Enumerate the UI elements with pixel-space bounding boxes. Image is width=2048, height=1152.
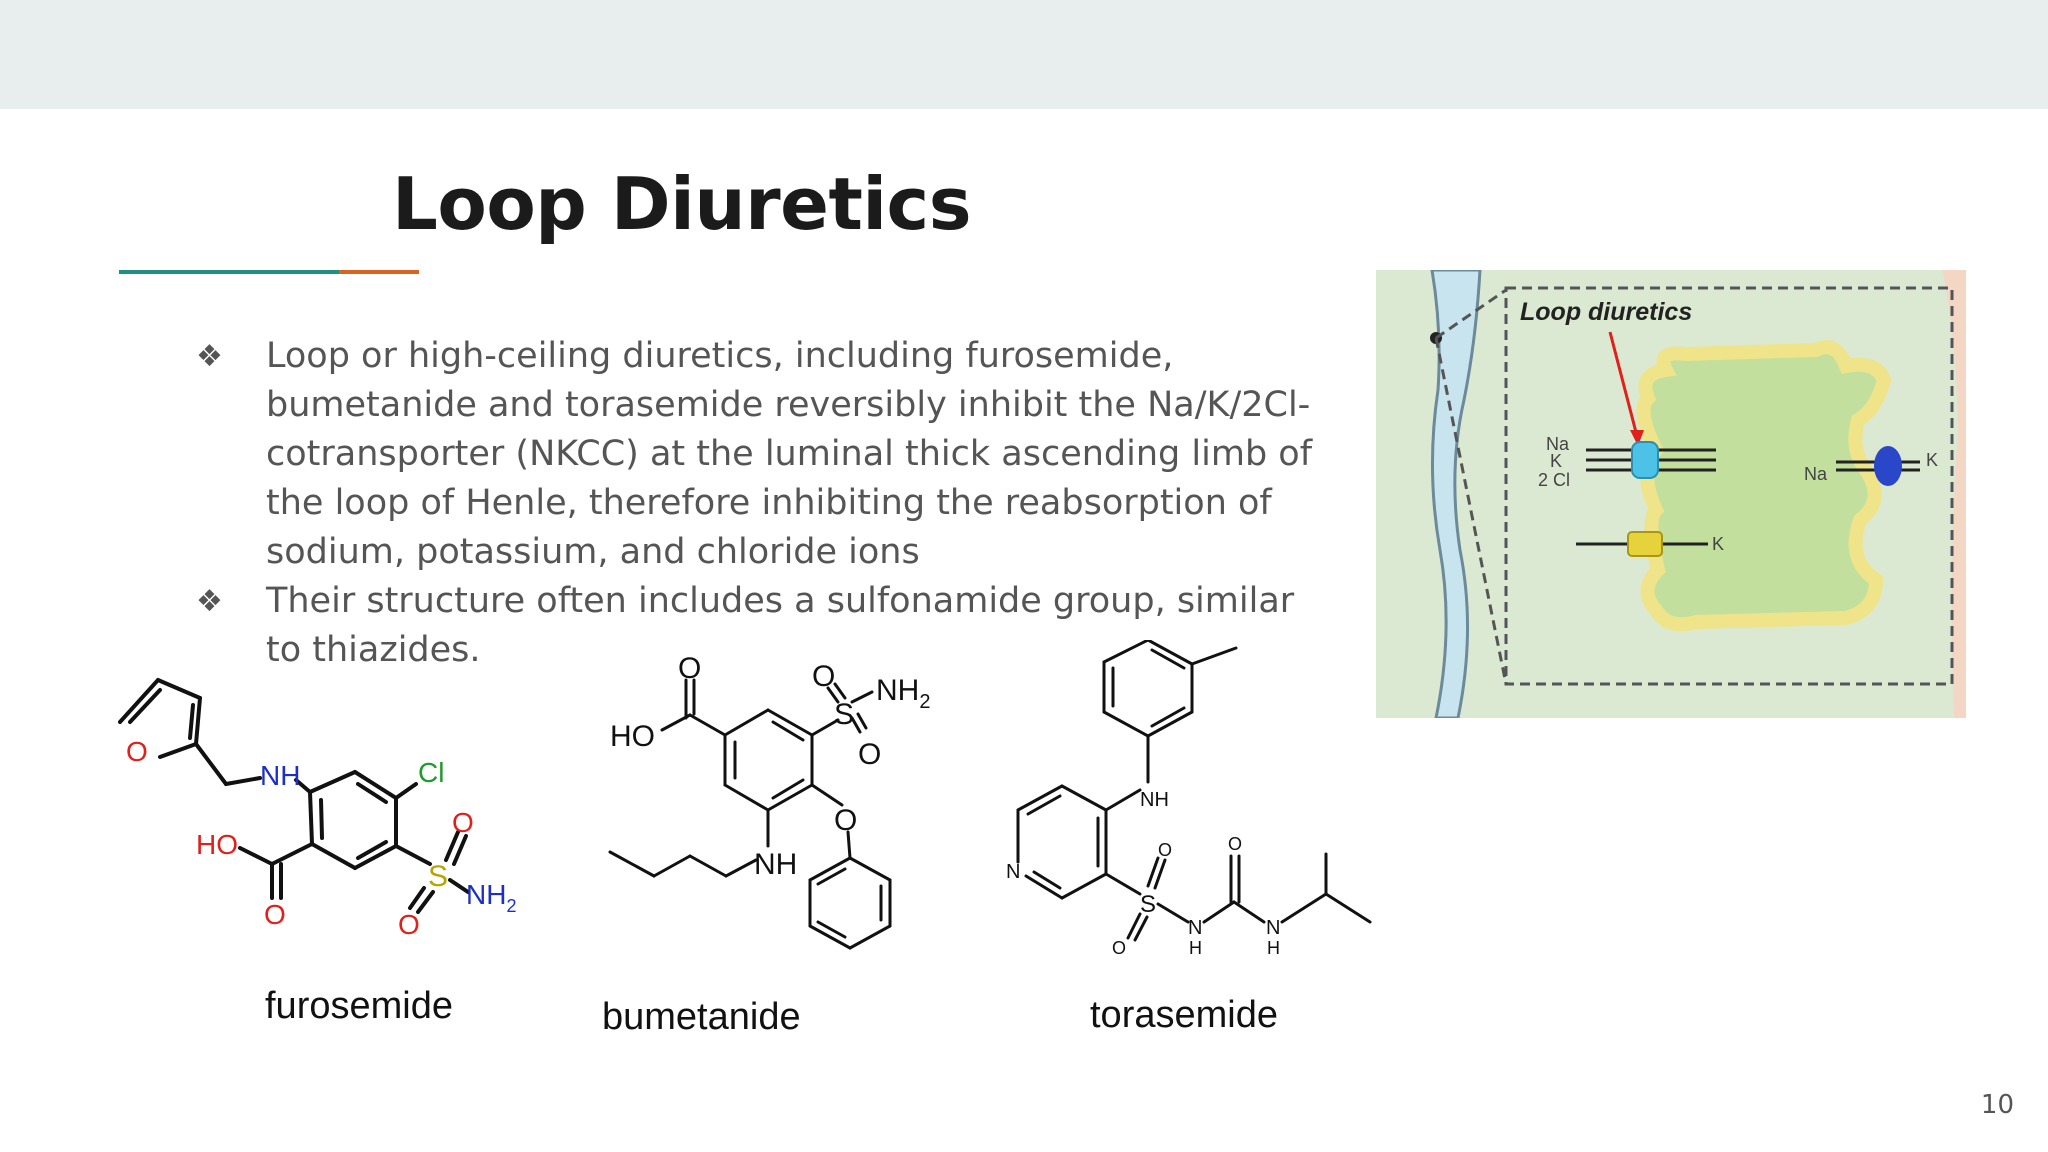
slide-title: Loop Diuretics [392, 162, 972, 246]
bullet-diamond-icon: ❖ [196, 584, 223, 619]
atom-label: O [812, 660, 835, 693]
atom-label: O [1158, 840, 1172, 860]
atom-label: O [452, 807, 474, 838]
molecule-name: furosemide [265, 985, 453, 1027]
ion-label: Na [1804, 464, 1828, 484]
atom-label: H [1267, 938, 1280, 958]
atom-label: S [428, 860, 448, 893]
atom-label: NH [260, 760, 300, 791]
bullet-list: ❖ Loop or high-ceiling diuretics, includ… [196, 332, 1336, 675]
furosemide-structure: O NH Cl HO O S O O NH2 [118, 678, 516, 940]
bumetanide-structure: O HO S O O NH2 O NH [608, 652, 930, 950]
atom-label: O [678, 652, 701, 685]
atom-label: O [1228, 834, 1242, 854]
atom-label: S [834, 698, 854, 731]
atom-label: Cl [418, 757, 444, 788]
page-number: 10 [1980, 1090, 2014, 1120]
bullet-text: Loop or high-ceiling diuretics, includin… [266, 336, 1313, 572]
atom-label: O [1112, 938, 1126, 958]
atom-label: O [834, 804, 857, 837]
loop-diuretics-diagram: Loop diuretics Na K 2 Cl K Na K [1376, 270, 1966, 718]
atom-label: NH [1140, 789, 1169, 811]
atom-label: HO [610, 720, 655, 753]
molecule-name: bumetanide [602, 996, 801, 1038]
title-accent-teal [119, 270, 339, 274]
bullet-item: ❖ Their structure often includes a sulfo… [196, 577, 1336, 675]
title-accent-orange [339, 270, 419, 274]
atom-label: H [1189, 938, 1202, 958]
atom-label: NH [754, 848, 797, 881]
atom-label: N [1006, 861, 1020, 883]
atom-label: NH2 [876, 674, 930, 713]
top-band [0, 0, 2048, 109]
atom-label: S [1140, 891, 1156, 918]
ion-label: K [1712, 534, 1724, 554]
atom-label: N [1266, 917, 1280, 939]
atom-label: N [1188, 917, 1202, 939]
bullet-diamond-icon: ❖ [196, 339, 223, 374]
ion-label: K [1550, 451, 1562, 471]
diagram-title: Loop diuretics [1520, 298, 1692, 326]
atom-label: NH2 [466, 879, 516, 916]
atom-label: O [398, 909, 420, 940]
torasemide-structure: NH N S O O N H O N H [1006, 640, 1372, 958]
atom-label: HO [196, 829, 238, 860]
atom-label: O [264, 899, 286, 930]
ion-label: K [1926, 450, 1938, 470]
ion-label: Na [1546, 434, 1570, 454]
bullet-item: ❖ Loop or high-ceiling diuretics, includ… [196, 332, 1336, 577]
molecule-name: torasemide [1090, 994, 1278, 1036]
atom-label: O [126, 736, 148, 767]
bullet-text: Their structure often includes a sulfona… [266, 581, 1295, 670]
atom-label: O [858, 738, 881, 771]
ion-label: 2 Cl [1538, 470, 1570, 490]
